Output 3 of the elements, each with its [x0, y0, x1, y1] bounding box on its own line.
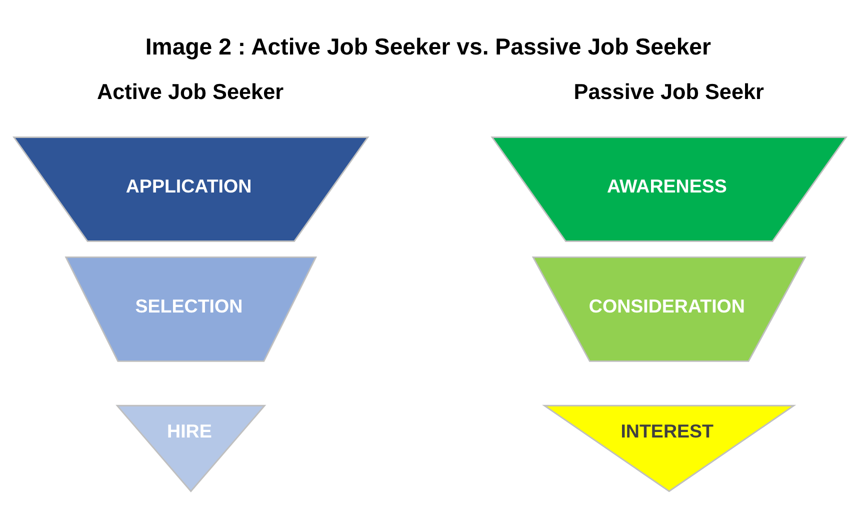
diagram-title: Image 2 : Active Job Seeker vs. Passive Job Seeker — [145, 33, 712, 60]
label: Active Job Seeker — [96, 78, 284, 104]
label: Passive Job Seekr — [574, 78, 764, 104]
